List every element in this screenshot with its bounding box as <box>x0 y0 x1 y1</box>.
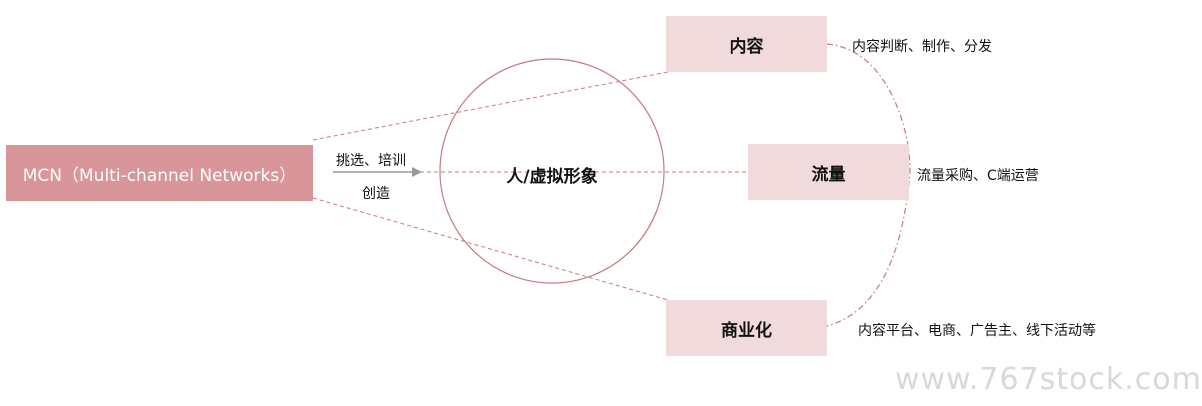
traffic-label: 流量 <box>811 164 846 185</box>
watermark-text: www.767stock.com <box>895 362 1202 397</box>
traffic-description: 流量采购、C端运营 <box>917 168 1039 184</box>
dashed-line-to-commerce <box>312 197 669 301</box>
center-circle <box>439 58 665 284</box>
connector-lines <box>312 43 911 327</box>
mcn-box: MCN（Multi-channel Networks） <box>6 145 313 201</box>
dashed-line-to-content <box>312 71 669 141</box>
arrow-head <box>412 167 422 177</box>
mcn-label: MCN（Multi-channel Networks） <box>22 165 297 186</box>
center-label: 人/虚拟形象 <box>506 167 598 187</box>
commerce-description: 内容平台、电商、广告主、线下活动等 <box>858 323 1096 339</box>
commerce-box: 商业化 <box>666 300 827 356</box>
dashdot-curve <box>826 43 911 327</box>
traffic-box: 流量 <box>748 144 909 200</box>
arrow-bottom-label: 创造 <box>362 186 390 202</box>
commerce-label: 商业化 <box>721 320 772 341</box>
content-description: 内容判断、制作、分发 <box>852 39 992 55</box>
content-box: 内容 <box>666 16 827 72</box>
arrow-top-label: 挑选、培训 <box>336 153 406 169</box>
content-label: 内容 <box>729 36 764 57</box>
